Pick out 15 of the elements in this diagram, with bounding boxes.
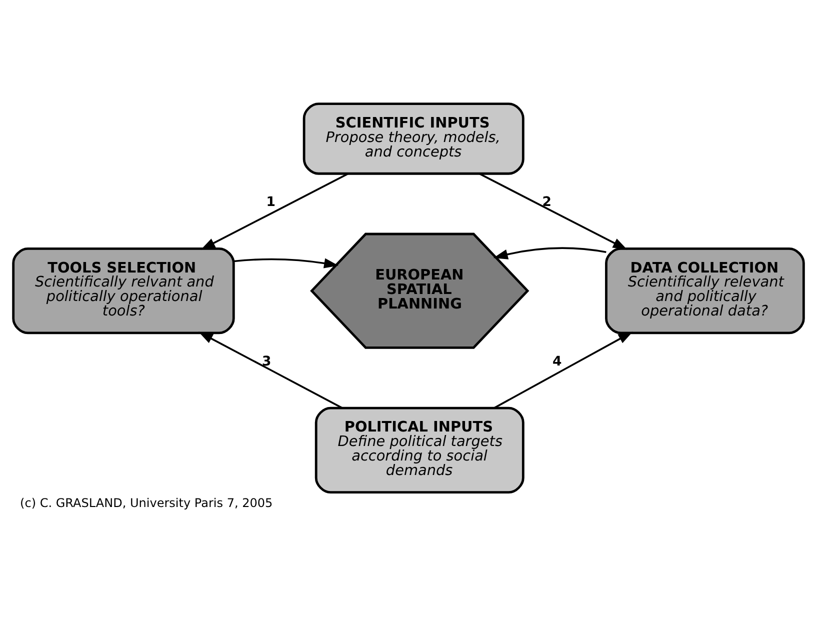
node-box: TOOLS SELECTION Scientifically relvant and politically operational tools? — [12, 248, 235, 334]
node-box: SCIENTIFIC INPUTS Propose theory, models, and concepts — [302, 102, 524, 175]
arrow — [478, 172, 628, 250]
arrow — [494, 332, 633, 409]
arrow — [198, 332, 343, 409]
edge-label: 3 — [262, 354, 272, 370]
arrow — [234, 258, 339, 268]
edge-label: 2 — [542, 194, 552, 210]
caption: (c) C. GRASLAND, University Paris 7, 2005 — [20, 496, 273, 510]
edge-label: 1 — [266, 194, 276, 210]
arrow — [200, 172, 349, 250]
node-box: POLITICAL INPUTS Define political targets according to social demands — [314, 406, 524, 494]
node-box: DATA COLLECTION Scientifically relevant and politically operational data? — [605, 248, 805, 334]
arrow — [493, 247, 606, 260]
edge-label: 4 — [552, 354, 562, 370]
